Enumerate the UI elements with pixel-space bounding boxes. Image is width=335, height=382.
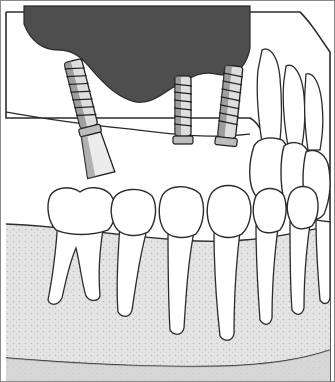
upper-canine-root [257, 49, 281, 142]
upper-incisor-root-1 [283, 65, 305, 146]
lower-molar-crown [48, 188, 115, 235]
implant-short [173, 76, 193, 144]
upper-alveolar-crest [6, 112, 250, 136]
lower-premolar-crown-2 [159, 187, 203, 238]
implant-collar-3 [215, 136, 238, 146]
lower-canine-crown [207, 186, 251, 238]
maxillary-sinus [24, 6, 250, 102]
lower-incisor-crown-1 [253, 189, 286, 233]
lower-premolar-crown-1 [111, 189, 155, 235]
upper-incisor-root-2 [305, 74, 323, 150]
lower-incisor-crown-2 [287, 187, 318, 229]
implant-collar-2 [173, 136, 193, 144]
